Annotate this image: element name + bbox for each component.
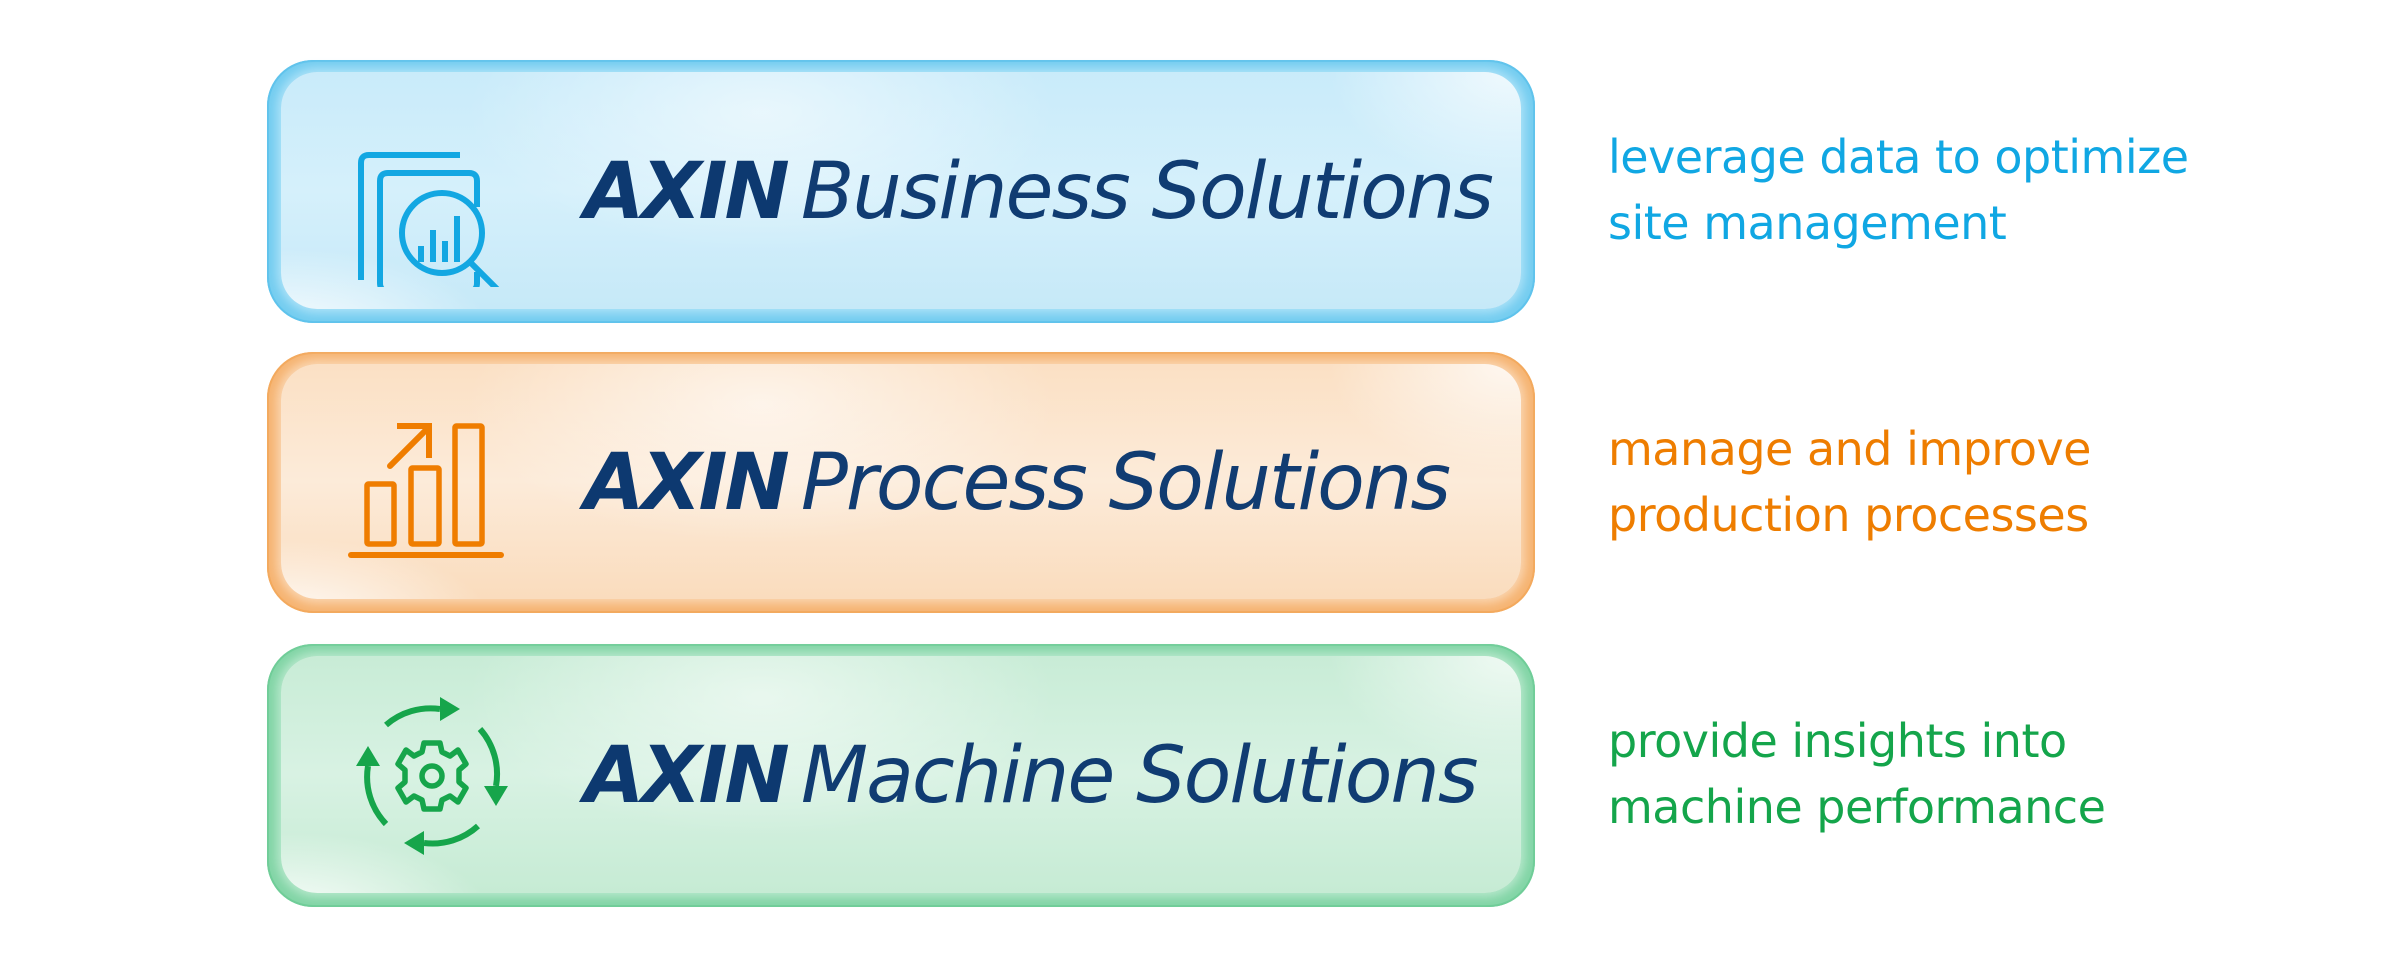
bar-chart-growth-arrow-icon	[348, 422, 504, 558]
product-name: Process Solutions	[800, 437, 1451, 528]
card-surface	[281, 72, 1521, 309]
card-surface	[281, 364, 1521, 599]
product-name: Business Solutions	[800, 146, 1494, 237]
gear-cycle-arrows-icon	[356, 696, 508, 855]
description-line: site management	[1608, 196, 2007, 250]
brand-name: AXIN	[584, 730, 790, 821]
process-solutions-description: manage and improve production processes	[1608, 416, 2091, 548]
brand-name: AXIN	[584, 146, 790, 237]
card-surface	[281, 656, 1521, 893]
product-name: Machine Solutions	[800, 730, 1479, 821]
description-line: machine performance	[1608, 780, 2106, 834]
business-solutions-description: leverage data to optimize site managemen…	[1608, 124, 2189, 256]
description-line: provide insights into	[1608, 714, 2067, 768]
document-magnifier-chart-icon	[358, 151, 500, 287]
brand-name: AXIN	[584, 437, 790, 528]
description-line: manage and improve	[1608, 422, 2091, 476]
description-line: production processes	[1608, 488, 2089, 542]
description-line: leverage data to optimize	[1608, 130, 2189, 184]
machine-solutions-description: provide insights into machine performanc…	[1608, 708, 2106, 840]
